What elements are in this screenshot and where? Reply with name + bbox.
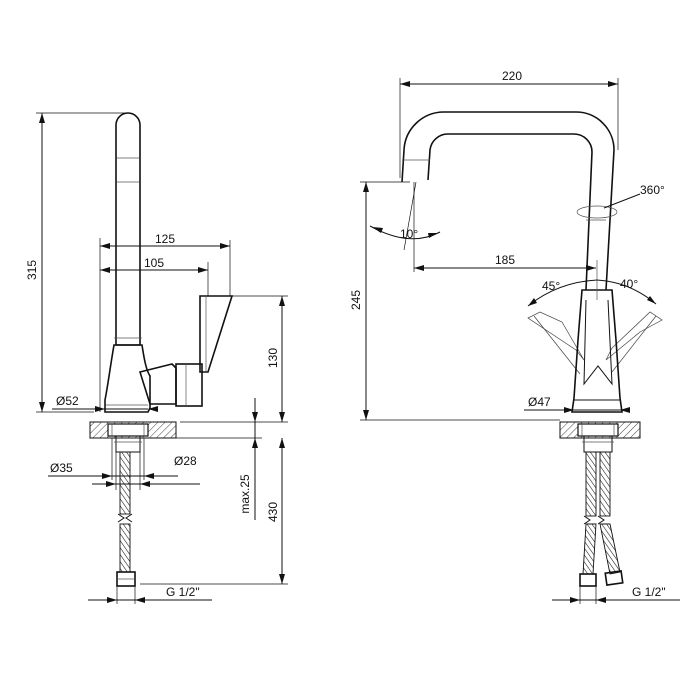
dim-315: 315 xyxy=(25,260,39,280)
dim-105: 105 xyxy=(144,256,164,270)
dim-45-degree: 45° xyxy=(542,279,560,293)
dim-360-degree: 360° xyxy=(640,183,665,197)
lever-swing-ghosts xyxy=(527,311,663,375)
side-spout xyxy=(114,112,142,346)
dim-max-25: max.25 xyxy=(238,474,252,514)
front-dimensions: 220 245 10° 185 360° xyxy=(349,69,680,604)
front-body xyxy=(571,289,623,413)
dim-diameter-35: Ø35 xyxy=(50,461,73,475)
dim-430: 430 xyxy=(266,502,280,522)
side-view: 315 125 105 130 Ø52 xyxy=(25,112,288,604)
dim-40-degree: 40° xyxy=(620,277,638,291)
dim-10-degree: 10° xyxy=(400,227,418,241)
side-body xyxy=(104,344,151,413)
thread-label-side: G 1/2" xyxy=(166,585,200,599)
thread-label-front: G 1/2" xyxy=(632,585,666,599)
front-spout xyxy=(401,111,618,291)
side-lever xyxy=(138,295,234,407)
dim-220: 220 xyxy=(502,69,522,83)
dim-245: 245 xyxy=(349,290,363,310)
front-countertop xyxy=(559,421,641,453)
side-dimensions: 315 125 105 130 Ø52 xyxy=(25,112,288,604)
dim-diameter-28: Ø28 xyxy=(174,454,197,468)
dim-185: 185 xyxy=(495,253,515,267)
dim-diameter-47: Ø47 xyxy=(528,395,551,409)
dim-125: 125 xyxy=(155,232,175,246)
front-hoses xyxy=(579,451,624,587)
front-view: 220 245 10° 185 360° xyxy=(349,69,680,604)
dim-diameter-52: Ø52 xyxy=(56,394,79,408)
dim-130: 130 xyxy=(266,348,280,368)
side-hoses xyxy=(116,451,136,587)
side-countertop xyxy=(89,421,177,453)
